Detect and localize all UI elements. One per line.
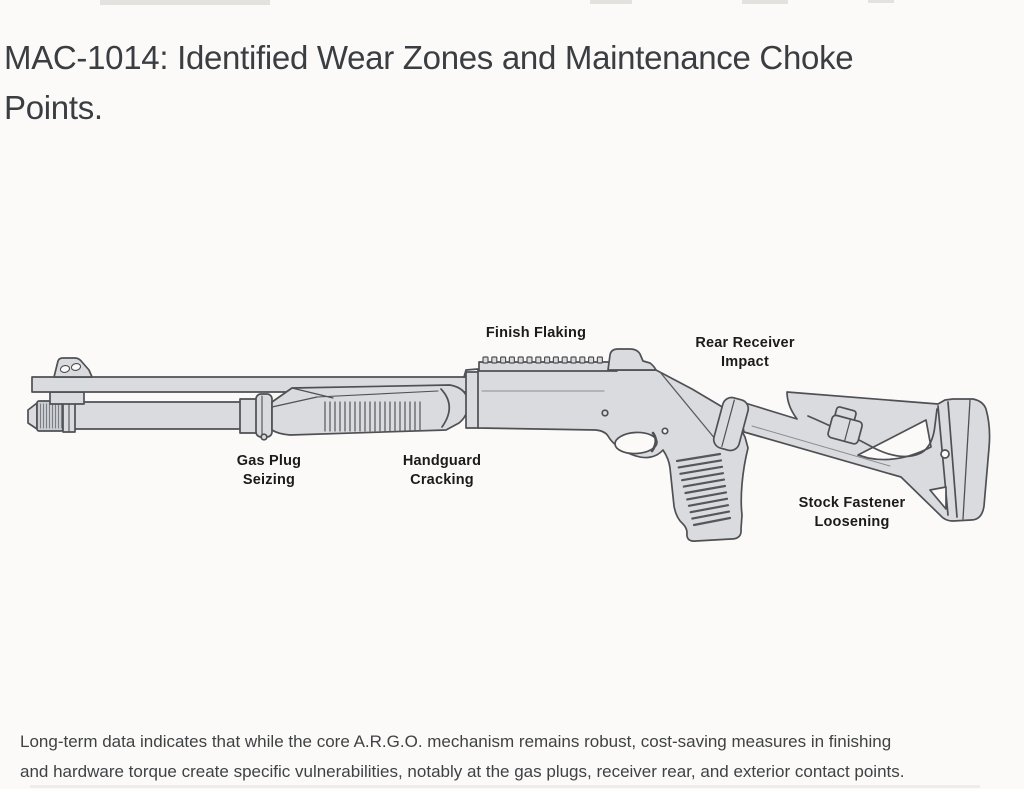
- rail-tooth: [543, 356, 551, 364]
- rail-tooth: [535, 356, 542, 364]
- label-gas-plug-seizing: Gas Plug Seizing: [237, 452, 301, 490]
- gas-plug-cone: [27, 402, 38, 430]
- rib-line: [684, 484, 727, 495]
- collar-band: [712, 396, 750, 452]
- fastener-body: [827, 414, 863, 445]
- receiver-rear-panel-line: [659, 371, 717, 441]
- top-edge-artifact: [590, 0, 632, 4]
- barrel-clamp-ring: [255, 393, 273, 438]
- trigger: [650, 431, 658, 453]
- label-line: Handguard: [402, 453, 482, 469]
- rail-tooth: [570, 356, 577, 364]
- rib-line: [680, 472, 725, 482]
- top-edge-artifact: [742, 0, 788, 4]
- label-line: Finish Flaking: [485, 325, 587, 341]
- handguard-rear-pocket: [440, 388, 451, 428]
- top-edge-artifact: [868, 0, 894, 3]
- label-line: Gas Plug: [236, 453, 302, 469]
- rib-line: [689, 504, 730, 514]
- rear-sight: [607, 348, 657, 371]
- caption-line: Long-term data indicates that while the …: [20, 732, 892, 751]
- top-edge-artifact: [100, 0, 270, 5]
- collar-seam: [721, 399, 735, 448]
- stock-strut-line: [947, 401, 958, 518]
- bottom-edge-artifact: [30, 785, 980, 788]
- front-sight-aperture: [59, 364, 71, 374]
- collapsible-stock: [741, 391, 991, 522]
- rib-line: [677, 459, 723, 469]
- rail-tooth: [482, 356, 489, 364]
- page-title-line: MAC-1014: Identified Wear Zones and Main…: [4, 39, 854, 76]
- label-line: Rear Receiver: [695, 335, 795, 351]
- barrel-step-line: [463, 368, 479, 378]
- handguard-crease: [316, 390, 439, 398]
- label-finish-flaking: Finish Flaking: [486, 324, 586, 343]
- grip-ribs: [675, 452, 732, 527]
- rail-tooth: [517, 356, 524, 364]
- caption-line: and hardware torque create specific vuln…: [20, 762, 905, 781]
- trigger-pin: [661, 427, 669, 435]
- gas-plug-knurling: [40, 403, 62, 429]
- stock-pin: [940, 449, 950, 459]
- rail-tooth: [526, 356, 533, 364]
- rib-line: [687, 497, 729, 507]
- rail-tooth: [587, 356, 595, 364]
- buttpad-seam: [962, 399, 971, 520]
- rail-tooth: [500, 356, 507, 364]
- clamp-bracket: [239, 398, 258, 434]
- rib-line: [686, 491, 728, 501]
- rail-tooth: [491, 356, 498, 364]
- label-handguard-cracking: Handguard Cracking: [403, 452, 481, 490]
- rib-line: [679, 465, 724, 475]
- rail-tooth: [579, 356, 586, 364]
- handguard-ribs: [324, 401, 421, 432]
- stock-tube-collar: [712, 396, 750, 452]
- rail-tooth: [561, 356, 568, 364]
- label-line: Seizing: [242, 472, 296, 488]
- stock-fastener-clamp: [827, 406, 863, 445]
- rib-line: [691, 510, 731, 520]
- rib-line: [682, 478, 726, 488]
- label-line: Impact: [721, 354, 769, 370]
- gas-plug: [27, 399, 76, 433]
- front-sight-base: [49, 391, 85, 405]
- rail-teeth: [482, 356, 604, 364]
- label-rear-receiver-impact: Rear Receiver Impact: [695, 334, 794, 372]
- stock-tube-highlight: [751, 425, 891, 467]
- page-title: MAC-1014: Identified Wear Zones and Main…: [4, 33, 854, 133]
- handguard-crease: [271, 396, 318, 408]
- rail-tooth: [596, 356, 604, 364]
- label-line: Stock Fastener: [798, 495, 906, 511]
- label-stock-fastener-loosening: Stock Fastener Loosening: [799, 494, 906, 532]
- rib-line: [692, 516, 732, 527]
- fastener-seam: [843, 418, 852, 442]
- label-line: Cracking: [410, 472, 474, 488]
- page-title-line: Points.: [4, 89, 103, 126]
- front-sight-aperture: [70, 362, 82, 372]
- stock-triangle-cutout: [929, 486, 947, 510]
- barrel-extension-band: [465, 371, 480, 429]
- sling-pin: [260, 433, 268, 441]
- receiver-pin: [601, 409, 609, 417]
- handguard: [271, 384, 469, 436]
- label-line: Loosening: [814, 514, 890, 530]
- rail-tooth: [552, 356, 560, 364]
- rail-tooth: [508, 356, 515, 364]
- rib-line: [675, 452, 722, 463]
- magazine-tube: [69, 401, 257, 430]
- figure-caption: Long-term data indicates that while the …: [20, 727, 905, 787]
